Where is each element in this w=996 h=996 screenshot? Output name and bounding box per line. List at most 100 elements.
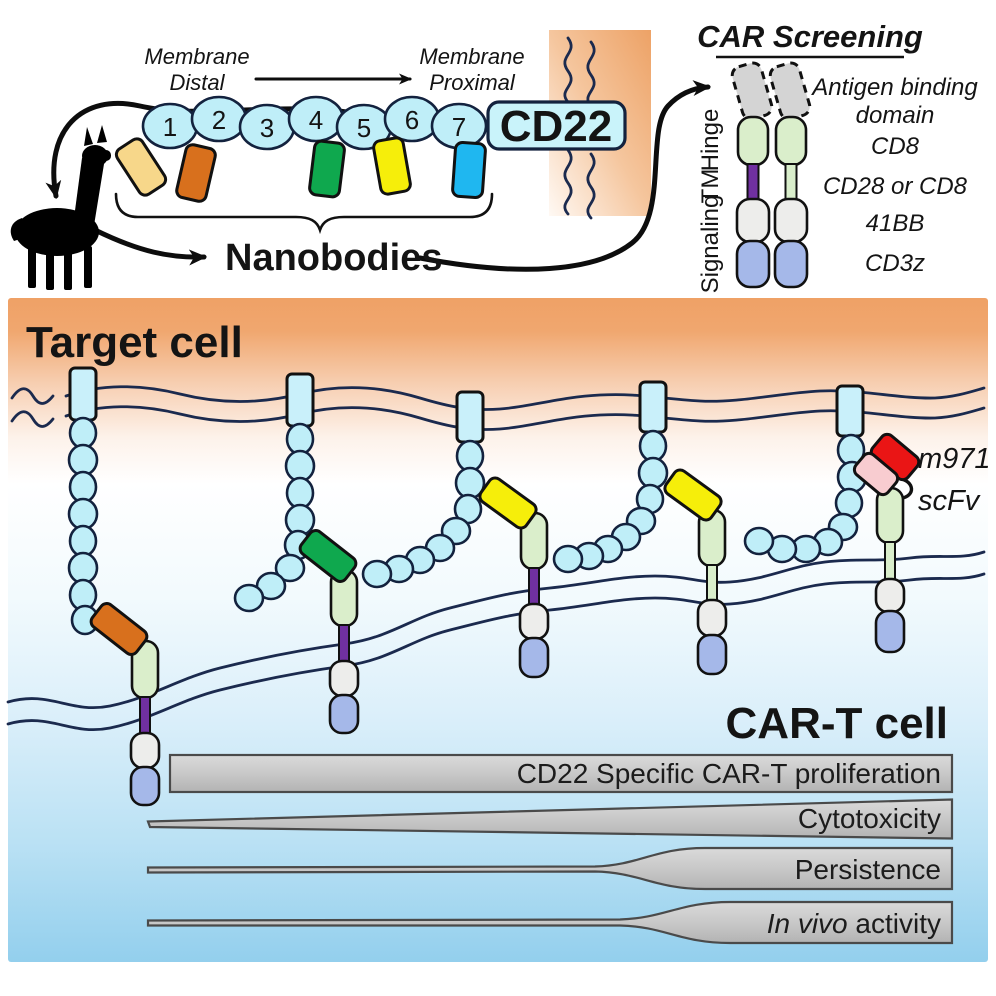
hinge-domain — [875, 486, 905, 545]
cd22-domain-bead — [743, 526, 775, 556]
nanobody-tan — [114, 137, 168, 197]
nanobodies-brace — [114, 192, 494, 235]
cd22-tm-segment — [285, 372, 315, 428]
cd22-domain-bead — [233, 583, 265, 613]
membrane-squiggle-icon — [586, 152, 596, 220]
cd22-domain-bead — [834, 487, 864, 519]
tm-domain-cd8 — [784, 163, 798, 202]
membrane-distal-label: Distal — [169, 70, 225, 95]
llama-icon — [10, 125, 111, 290]
tm-domain-cd28 — [746, 163, 760, 202]
cd22-domain-bead — [455, 439, 485, 473]
cd22-domain-bead — [638, 429, 668, 463]
domain-number: 7 — [452, 112, 466, 142]
cd22-domain-bead — [284, 449, 316, 483]
membrane-proximal-label: Membrane — [419, 44, 524, 69]
persistence-label: Persistence — [795, 854, 941, 885]
cd3z-domain — [874, 609, 906, 654]
car-construct-2 — [768, 61, 812, 289]
domain-number: 6 — [405, 105, 419, 135]
proliferation-bar — [168, 753, 954, 794]
hinge-domain — [736, 115, 770, 167]
nanobody-orange — [175, 143, 217, 203]
domain-number: 1 — [163, 112, 177, 142]
cd3z-domain — [696, 633, 728, 676]
cd22-tm-segment — [68, 366, 98, 422]
target-cell-label: Target cell — [26, 318, 243, 367]
proliferation-label: CD22 Specific CAR-T proliferation — [517, 758, 941, 789]
cd22-domain-bead — [67, 551, 99, 585]
car-5 — [852, 432, 921, 654]
cart-cell-label: CAR-T cell — [726, 699, 948, 748]
car-screening-title: CAR Screening — [697, 19, 923, 54]
membrane-squiggle-icon — [10, 410, 55, 428]
membrane-squiggle-icon — [563, 148, 573, 216]
car-construct-1 — [730, 61, 774, 289]
domain-number: 5 — [357, 113, 371, 143]
nanobody-orange — [89, 602, 149, 656]
hinge-side-label: Hinge — [697, 109, 724, 172]
costim-domain — [518, 602, 550, 641]
cd22-domain-bead — [67, 443, 99, 477]
arrow-nanobodies-to-screening — [417, 80, 711, 272]
membrane-line — [6, 550, 986, 709]
cd3z-domain — [518, 636, 550, 679]
antigen-binding-domain-dashed — [730, 61, 774, 121]
cd22-domain-bead — [285, 476, 315, 510]
cytotoxicity-label: Cytotoxicity — [798, 803, 941, 834]
cd22-chain-2 — [233, 372, 316, 613]
cd22-domain-bead — [274, 553, 306, 583]
cd8-hinge-label: CD8 — [871, 133, 920, 160]
invivo-bar — [146, 900, 954, 945]
nanobody-green — [298, 529, 358, 583]
cd28-or-cd8-label: CD28 or CD8 — [823, 173, 968, 200]
cd3z-label: CD3z — [865, 250, 925, 277]
membrane-distal-label: Membrane — [144, 44, 249, 69]
membrane-squiggle-icon — [563, 36, 573, 104]
nanobody-green — [308, 139, 346, 199]
signaling-side-label: Signaling — [697, 195, 724, 294]
cd22-domain-chain: 1 2 3 4 5 6 7 — [141, 95, 488, 151]
cd22-chain-3 — [361, 390, 486, 589]
tm-domain-cd28 — [528, 567, 540, 606]
cd22-tm-segment — [835, 384, 865, 438]
car-1 — [89, 602, 161, 807]
cd22-domain-bead — [68, 416, 98, 450]
cd22-domain-bead — [67, 497, 99, 531]
cd3z-domain — [773, 239, 809, 289]
tm-domain-cd28 — [139, 696, 151, 735]
car-3 — [478, 476, 550, 679]
hinge-domain — [774, 115, 808, 167]
antigen-binding-label: Antigen binding — [810, 74, 978, 101]
membrane-squiggle-icon — [10, 387, 55, 405]
costim-domain — [328, 659, 360, 698]
domain-number: 3 — [260, 113, 274, 143]
cd22-domain-bead — [552, 544, 584, 574]
nanobody-yellow — [372, 136, 412, 196]
arrow-llama-to-nanobodies — [92, 227, 207, 266]
antigen-binding-domain-dashed — [768, 61, 812, 121]
cd3z-domain — [328, 693, 360, 735]
41bb-label: 41BB — [866, 210, 925, 237]
top-panel: Membrane Distal Membrane Proximal 1 2 3 … — [10, 30, 711, 290]
cd3z-domain — [735, 239, 771, 289]
m971-label: m971 — [918, 443, 991, 475]
cd22-domain-bead — [285, 422, 315, 456]
nanobodies-label: Nanobodies — [225, 237, 442, 279]
invivo-italic-part: In vivo — [767, 908, 848, 939]
invivo-rest-part: activity — [848, 908, 941, 939]
cd22-tm-segment — [455, 390, 485, 444]
nanobody-yellow — [478, 476, 538, 530]
cd22-domain-bead — [361, 559, 393, 589]
cd3z-domain — [129, 765, 161, 807]
nanobody-row — [114, 136, 487, 203]
nanobody-yellow — [663, 468, 723, 522]
scfv-label: scFv — [918, 485, 981, 517]
cd22-domain-bead — [68, 470, 98, 504]
costim-domain — [773, 197, 809, 244]
persistence-bar — [146, 846, 954, 891]
cd22-chain-4 — [552, 380, 669, 574]
property-bars: CD22 Specific CAR-T proliferation Cytoto… — [146, 753, 954, 945]
